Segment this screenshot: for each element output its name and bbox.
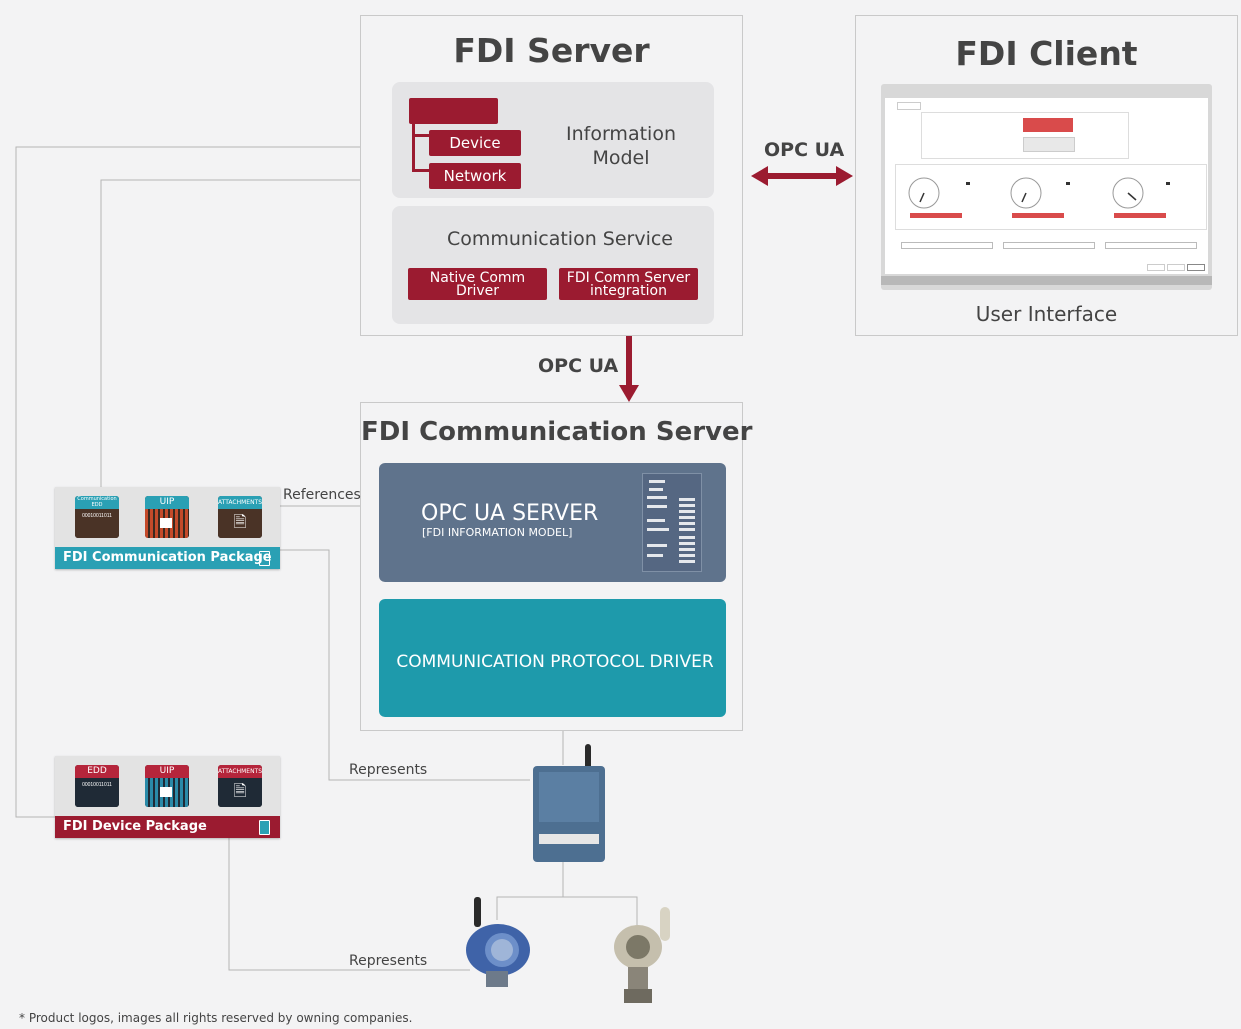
device-edd-tile-body: 00010011011	[75, 778, 119, 807]
represents-label-2: Represents	[349, 953, 428, 969]
device-package-label-bar: FDI Device Package	[55, 816, 280, 838]
comm-package-label: FDI Communication Package	[63, 550, 272, 565]
represents-label-1: Represents	[349, 762, 428, 778]
pressure-transmitter-image	[614, 907, 670, 1003]
fdi-server-title: FDI Server	[453, 31, 650, 70]
wireless-gateway-image	[533, 744, 605, 862]
tree-connector	[412, 124, 430, 172]
gauges	[908, 177, 1170, 218]
opcua-server-block: OPC UA SERVER [FDI INFORMATION MODEL]	[379, 463, 726, 582]
footnote: * Product logos, images all rights reser…	[19, 1011, 413, 1025]
device-edd-tile-head: EDD	[75, 765, 119, 778]
device-edd-tile: EDD 00010011011	[75, 765, 119, 807]
opcua-label-horizontal: OPC UA	[764, 139, 845, 161]
shortcut-button	[1105, 242, 1197, 249]
book-icon	[259, 820, 270, 835]
information-model-label: Information Model	[566, 123, 676, 169]
process-variables-group	[895, 164, 1207, 230]
fdi-device-package[interactable]: EDD 00010011011 UIP ATTACHMENTS 🗎 FDI De…	[55, 756, 280, 838]
protocol-driver-label: COMMUNICATION PROTOCOL DRIVER	[396, 652, 714, 672]
device-attachments-tile: ATTACHMENTS 🗎	[218, 765, 262, 807]
device-node[interactable]: Device	[429, 130, 521, 156]
comm-edd-tile-head: Communication EDD	[75, 496, 119, 509]
document-icon: 🗎	[218, 778, 262, 807]
client-window	[885, 98, 1208, 274]
client-screenshot	[881, 84, 1212, 290]
fdi-communication-server-box: FDI Communication Server OPC UA SERVER […	[360, 402, 753, 731]
device-uip-tile-head: UIP	[145, 765, 189, 778]
shortcuts-row	[895, 236, 1205, 252]
communication-service-title: Communication Service	[446, 228, 673, 250]
comm-attachments-tile: ATTACHMENTS 🗎	[218, 496, 262, 538]
document-icon: 🗎	[218, 509, 262, 538]
communication-service-panel: Communication Service Native Comm Driver…	[392, 206, 714, 324]
device-package-label: FDI Device Package	[63, 819, 207, 834]
network-node[interactable]: Network	[429, 163, 521, 189]
comm-edd-tile: Communication EDD 00010011011	[75, 496, 119, 538]
native-comm-driver-button[interactable]: Native Comm Driver	[408, 268, 547, 300]
comm-attachments-tile-head: ATTACHMENTS	[218, 496, 262, 509]
opcua-server-subtitle: [FDI INFORMATION MODEL]	[422, 526, 573, 539]
opcua-server-title: OPC UA SERVER	[421, 501, 599, 526]
fdi-client-box: FDI Client	[855, 15, 1238, 336]
communication-protocol-driver-block: COMMUNICATION PROTOCOL DRIVER	[379, 599, 726, 717]
change-badge	[1023, 137, 1075, 152]
uip-grid-icon	[145, 778, 189, 807]
comm-edd-tile-body: 00010011011	[75, 509, 119, 538]
comm-uip-tile-head: UIP	[145, 496, 189, 509]
overview-tab	[897, 102, 921, 110]
opcua-arrow-horizontal	[751, 166, 853, 186]
opcua-label-vertical: OPC UA	[538, 355, 619, 377]
tree-branch	[412, 134, 430, 137]
failed-badge	[1023, 118, 1073, 132]
comm-package-label-bar: FDI Communication Package	[55, 547, 280, 569]
dialog-buttons	[1147, 264, 1205, 271]
device-uip-tile: UIP	[145, 765, 189, 807]
shortcut-button	[901, 242, 993, 249]
comm-uip-tile: UIP	[145, 496, 189, 538]
information-model-panel: Device Network Information Model	[392, 82, 714, 198]
fdi-communication-package[interactable]: Communication EDD 00010011011 UIP ATTACH…	[55, 487, 280, 569]
user-interface-caption: User Interface	[975, 302, 1118, 326]
book-icon	[259, 551, 270, 566]
fdi-comm-server-integration-button[interactable]: FDI Comm Server integration	[559, 268, 698, 300]
shortcut-button	[1003, 242, 1095, 249]
device-attachments-tile-head: ATTACHMENTS	[218, 765, 262, 778]
fdi-client-title: FDI Client	[955, 34, 1138, 73]
client-status-bar	[881, 276, 1212, 285]
fdi-server-box: FDI Server Device Network Information Mo…	[360, 15, 743, 336]
address-space-thumbnail	[642, 473, 702, 572]
references-label: References	[283, 487, 361, 503]
status-group	[921, 112, 1129, 159]
fdi-communication-server-title: FDI Communication Server	[361, 417, 753, 447]
wireless-transmitter-image	[466, 897, 530, 987]
info-model-root-node	[409, 98, 498, 124]
uip-grid-icon	[145, 509, 189, 538]
